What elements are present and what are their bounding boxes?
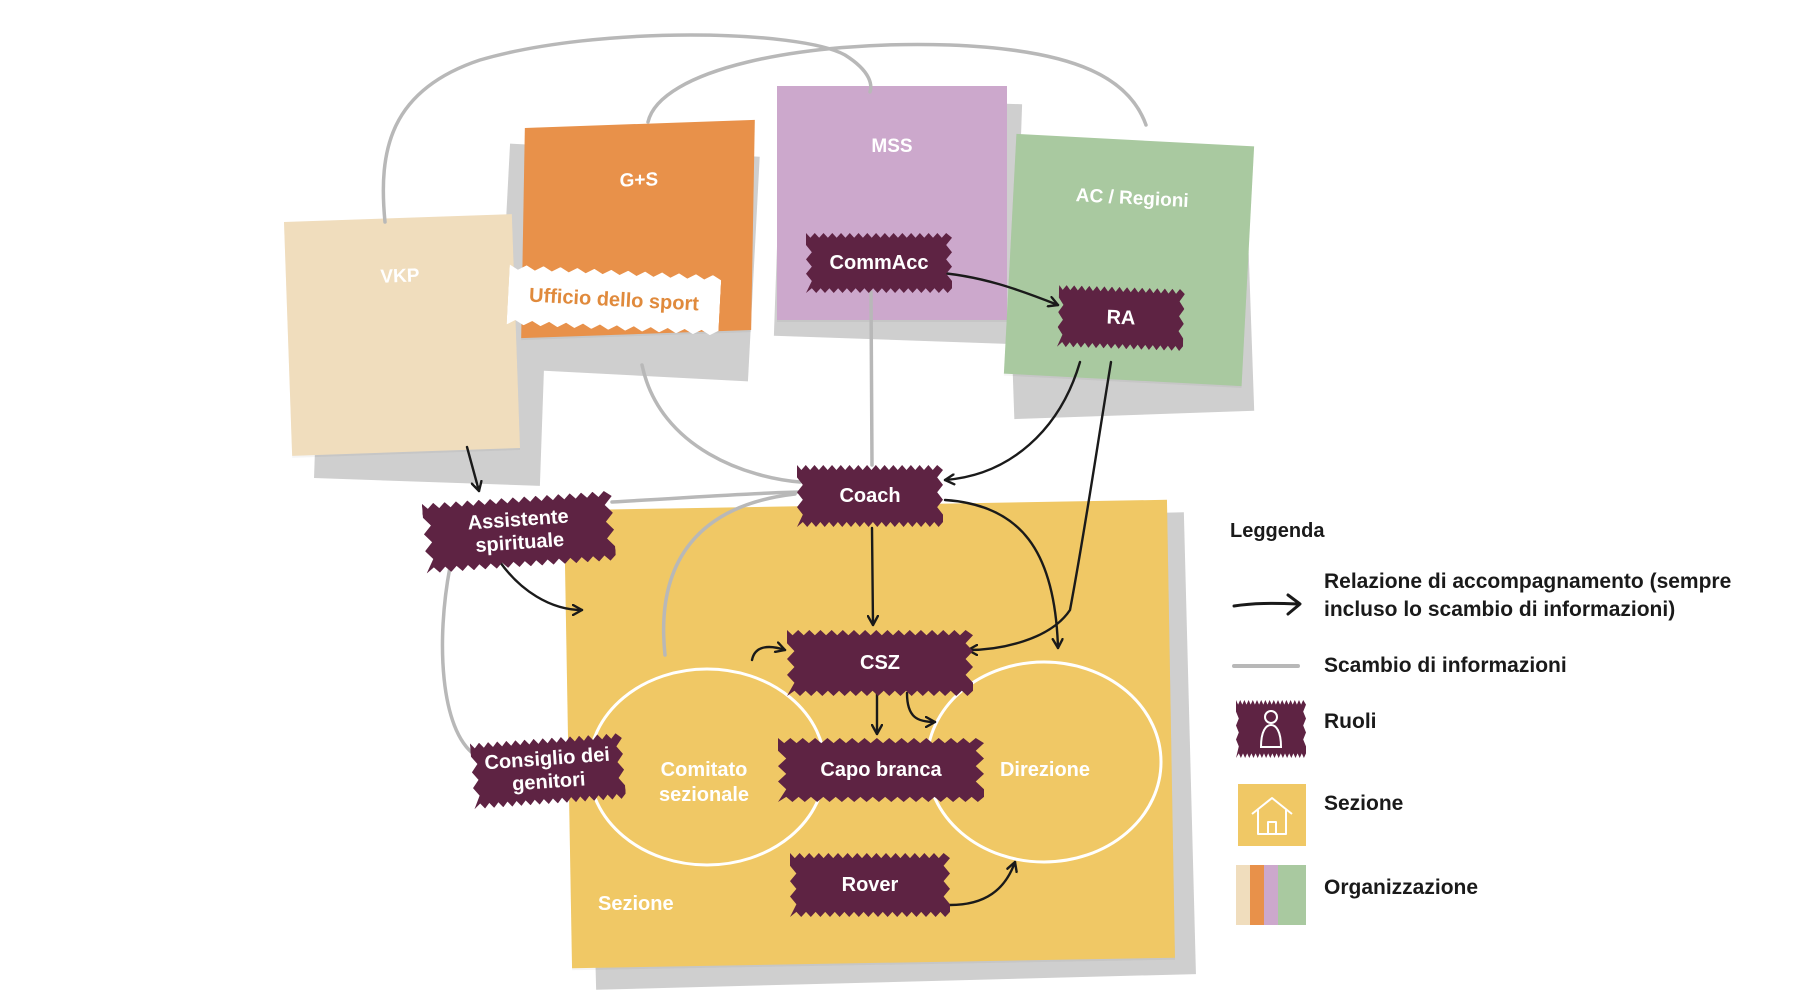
role-coach: Coach xyxy=(797,465,943,527)
role-ra-label: RA xyxy=(1106,306,1136,329)
role-commacc: CommAcc xyxy=(806,233,952,293)
role-consiglio-label: Consiglio dei genitori xyxy=(483,743,611,796)
vkp-note: VKP xyxy=(283,214,521,456)
ufficio-dello-sport-label: Ufficio dello sport xyxy=(528,284,700,315)
legend-roles-label: Ruoli xyxy=(1324,710,1377,733)
gs-title: G+S xyxy=(619,169,659,192)
role-rover: Rover xyxy=(790,853,950,917)
sezione-label: Sezione xyxy=(598,893,674,915)
info-line-assistente-consiglio xyxy=(440,565,477,757)
legend-organization-label: Organizzazione xyxy=(1324,876,1479,899)
comitato-sezionale-label: Comitato sezionale xyxy=(658,759,750,806)
mss-title: MSS xyxy=(871,136,913,157)
legend-section-label: Sezione xyxy=(1324,792,1404,815)
legend-role-icon xyxy=(1236,700,1306,758)
vkp-title: VKP xyxy=(380,265,420,288)
role-capo-branca: Capo branca xyxy=(778,738,984,802)
legend-arrow-icon xyxy=(1232,593,1302,616)
direzione-label: Direzione xyxy=(999,759,1091,781)
legend-organization-icon xyxy=(1236,865,1306,925)
legend-info-line-icon xyxy=(1232,664,1300,668)
legend-title: Leggenda xyxy=(1230,520,1325,542)
role-ra: RA xyxy=(1057,285,1185,351)
ac-regioni-note: AC / Regioni xyxy=(1003,133,1255,387)
person-icon xyxy=(1259,710,1283,748)
role-csz: CSZ xyxy=(787,630,973,696)
role-csz-label: CSZ xyxy=(860,651,900,674)
house-icon xyxy=(1251,797,1293,835)
legend-section-icon xyxy=(1238,784,1306,846)
info-line-sezione-coach xyxy=(610,490,802,504)
role-assistente-spirituale: Assistente spirituale xyxy=(422,490,616,573)
role-consiglio-dei-genitori: Consiglio dei genitori xyxy=(470,733,626,809)
legend-accompaniment-label: Relazione di accompagnamento (sempre inc… xyxy=(1324,570,1732,621)
role-rover-label: Rover xyxy=(841,873,899,896)
role-coach-label: Coach xyxy=(839,484,901,507)
legend-info-exchange-label: Scambio di informazioni xyxy=(1324,654,1567,677)
info-line-gs-coach xyxy=(640,363,802,484)
ac-regioni-title: AC / Regioni xyxy=(1075,185,1190,213)
role-commacc-label: CommAcc xyxy=(829,251,929,274)
role-assistente-label: Assistente spirituale xyxy=(466,505,570,558)
role-capo-branca-label: Capo branca xyxy=(820,758,942,781)
